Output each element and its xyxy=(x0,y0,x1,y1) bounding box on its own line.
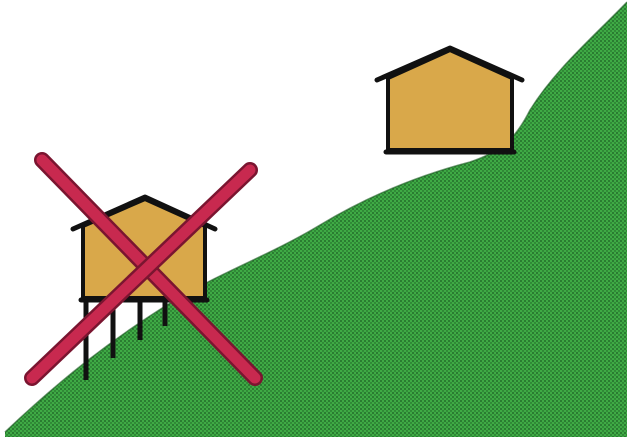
house-on-slope xyxy=(377,48,522,152)
